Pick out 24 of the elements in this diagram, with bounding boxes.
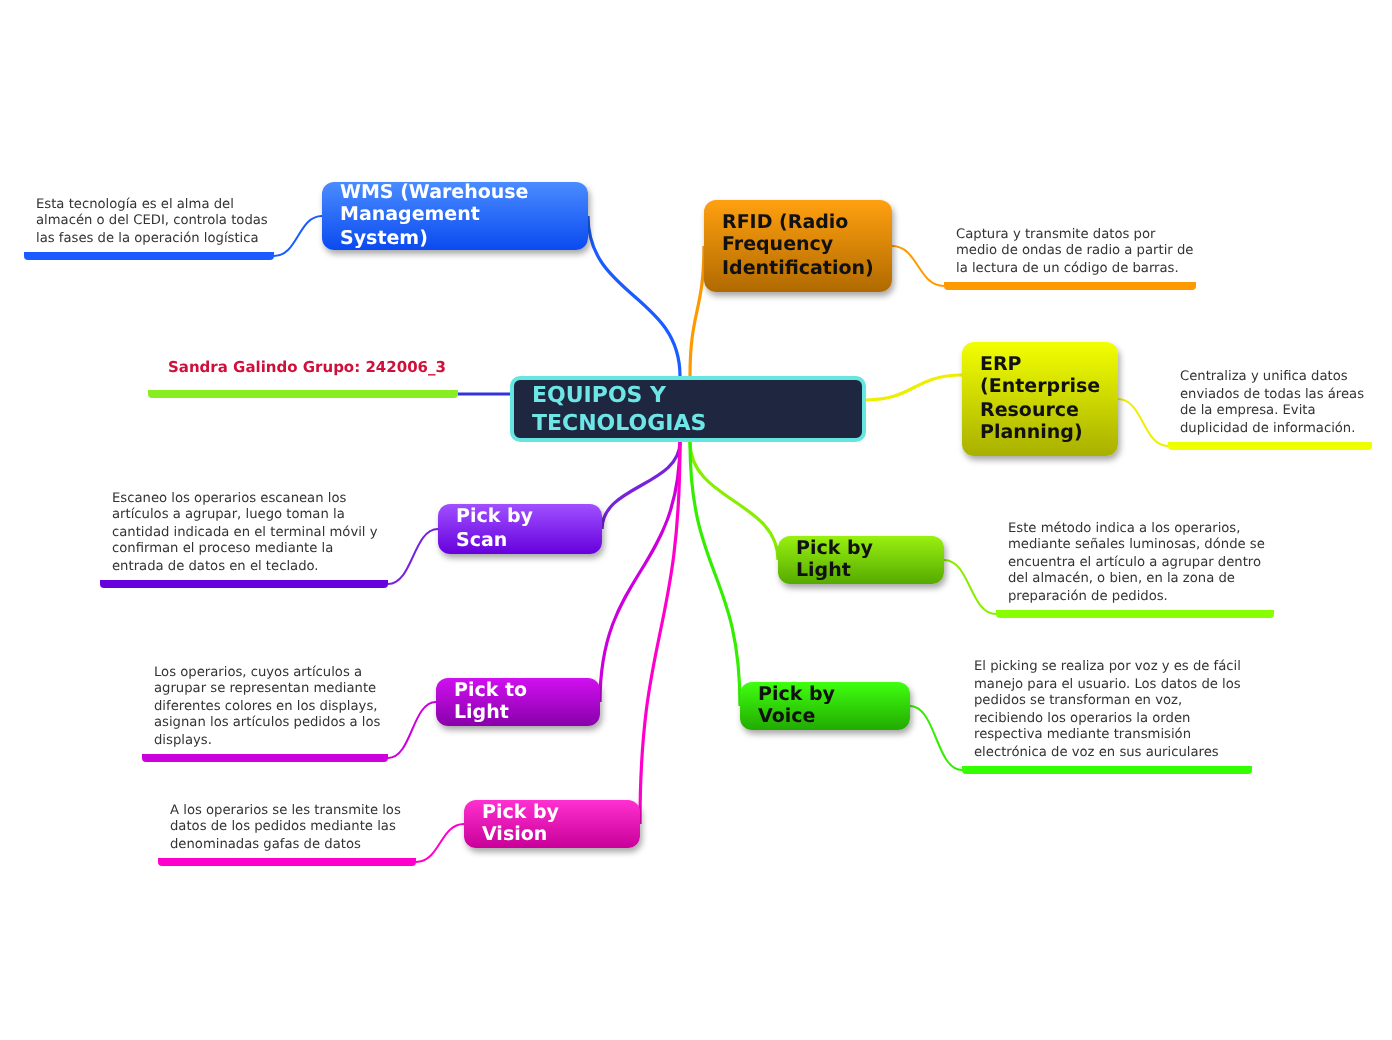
topic-box: ERP (Enterprise Resource Planning) bbox=[962, 342, 1118, 456]
connector-line bbox=[273, 215, 323, 257]
connector-line bbox=[688, 441, 742, 707]
connector-line bbox=[415, 823, 465, 863]
topic-box: Pick by Scan bbox=[438, 504, 602, 554]
connector-line bbox=[638, 441, 682, 825]
connector-line bbox=[387, 528, 439, 585]
connector-line bbox=[387, 701, 437, 759]
connector-line bbox=[1117, 398, 1169, 447]
connector-line bbox=[865, 373, 963, 402]
topic-box: Pick by Vision bbox=[464, 800, 640, 848]
connector-line bbox=[943, 559, 997, 615]
connector-line bbox=[909, 705, 963, 771]
author-note bbox=[148, 356, 458, 398]
connector-line bbox=[688, 245, 706, 377]
connector-line bbox=[891, 245, 945, 287]
central-topic-box: EQUIPOS Y TECNOLOGIAS bbox=[510, 376, 866, 442]
connector-line bbox=[458, 392, 510, 396]
topic-box: Pick by Voice bbox=[740, 682, 910, 730]
topic-box: Pick to Light bbox=[436, 678, 600, 726]
topic-box: Pick by Light bbox=[778, 536, 944, 584]
connector-line bbox=[586, 215, 682, 377]
topic-box: WMS (Warehouse Management System) bbox=[322, 182, 588, 250]
topic-box: RFID (Radio Frequency Identification) bbox=[704, 200, 892, 292]
